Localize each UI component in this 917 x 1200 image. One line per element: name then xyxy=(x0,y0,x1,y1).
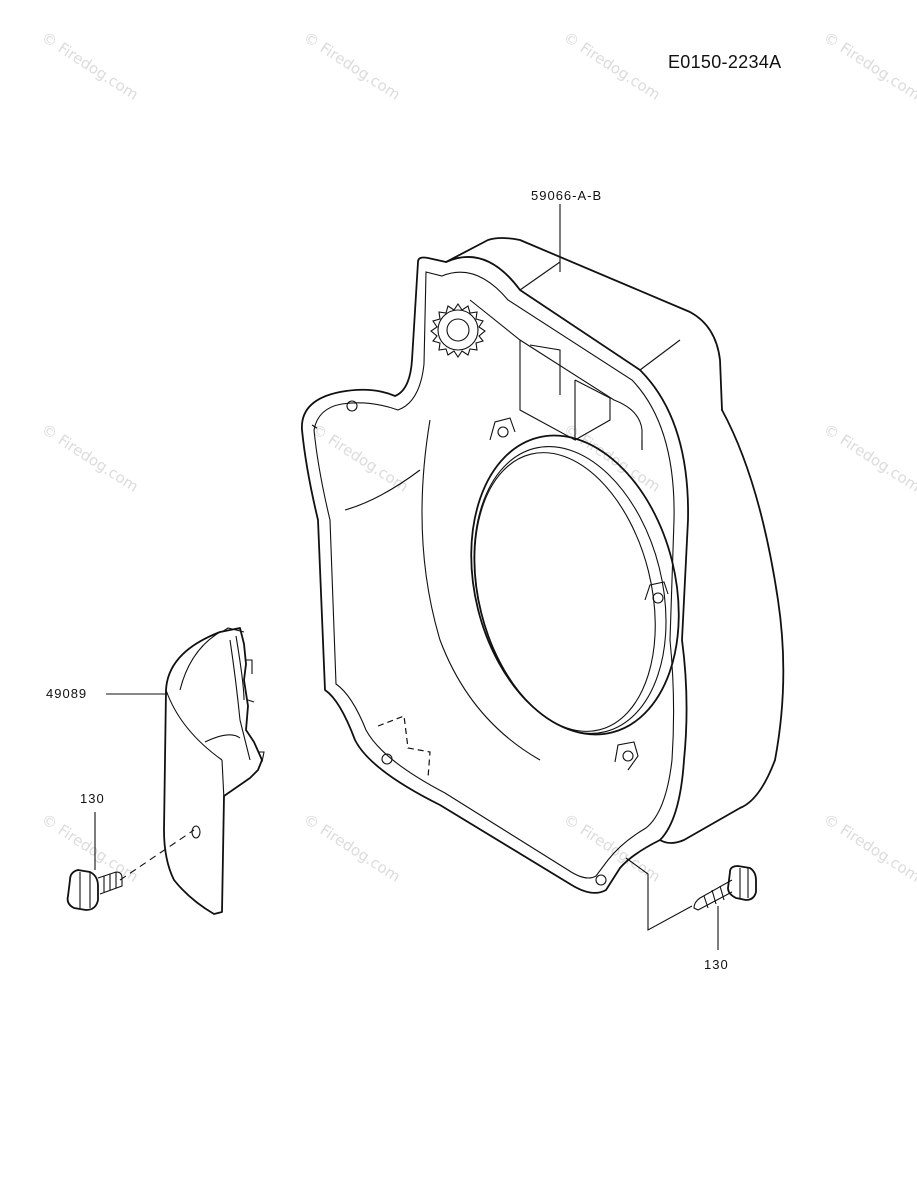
cylinder-cover[interactable] xyxy=(163,627,265,915)
leader-lines xyxy=(94,204,719,950)
blower-housing[interactable] xyxy=(301,237,785,894)
diagram-id: E0150-2234A xyxy=(668,52,782,72)
part-label-housing[interactable]: 59066-A-B xyxy=(531,188,603,203)
part-label-bolt-right[interactable]: 130 xyxy=(704,957,729,972)
bolt-left[interactable] xyxy=(66,869,123,911)
part-label-bolt-left[interactable]: 130 xyxy=(80,791,105,806)
part-label-cover[interactable]: 49089 xyxy=(46,686,88,701)
bolt-right[interactable] xyxy=(693,865,757,911)
